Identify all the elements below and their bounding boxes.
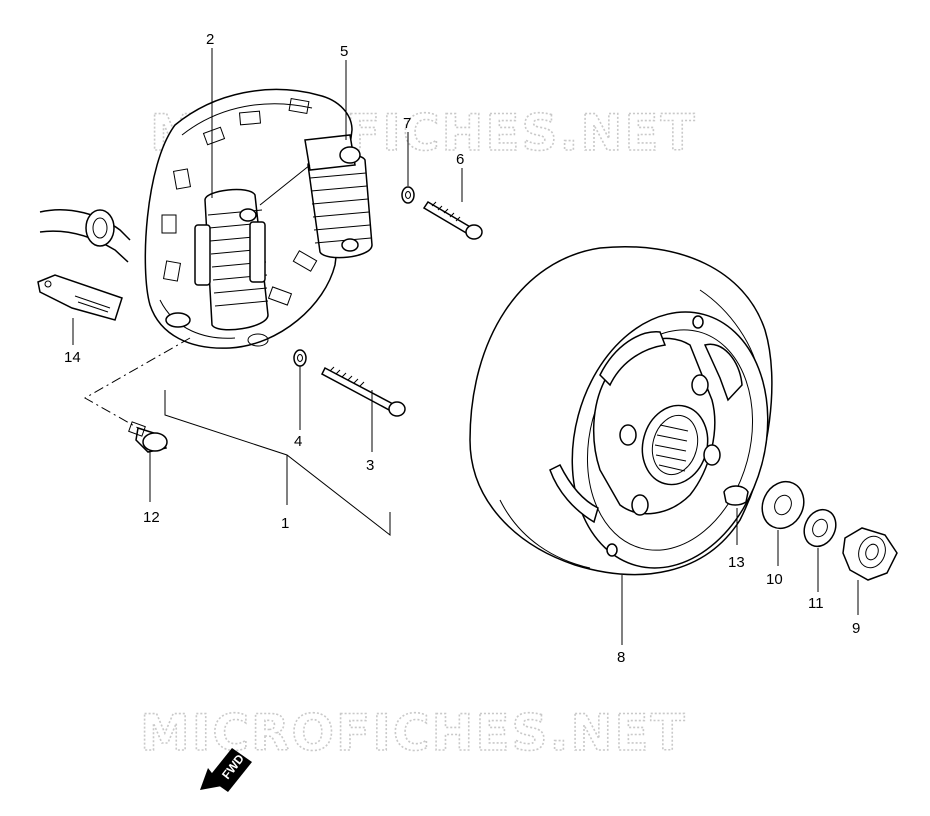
- callout-5: 5: [340, 43, 348, 60]
- callout-13: 13: [728, 554, 745, 571]
- screw-3: [321, 366, 406, 417]
- callout-4: 4: [294, 433, 302, 450]
- screw-6: [422, 200, 483, 240]
- clamp-14: [37, 274, 123, 321]
- callout-14: 14: [64, 349, 81, 366]
- grommet: [85, 209, 115, 247]
- callouts: 2 5 7 6 14 4 3 12 1 13 10 11 9 8: [64, 31, 860, 666]
- washer-7: [401, 186, 415, 204]
- wire-harness-upper: [39, 208, 131, 241]
- callout-11: 11: [808, 595, 824, 612]
- flywheel-rotor: [469, 246, 773, 576]
- wire-harness-lower: [39, 230, 129, 263]
- coil-left: [194, 188, 269, 331]
- callout-6: 6: [456, 151, 464, 168]
- callout-3: 3: [366, 457, 374, 474]
- bolt-12: [128, 421, 168, 453]
- coil-right: [259, 134, 373, 259]
- callout-8: 8: [617, 649, 625, 666]
- callout-12: 12: [143, 509, 160, 526]
- nut-9: [842, 527, 898, 581]
- woodruff-key-13: [723, 485, 749, 506]
- washer-10: [761, 480, 805, 530]
- lock-washer-11: [803, 508, 837, 548]
- callout-10: 10: [766, 571, 783, 588]
- washer-4: [293, 349, 307, 367]
- callout-9: 9: [852, 620, 860, 637]
- leader-lines: [72, 48, 859, 645]
- callout-7: 7: [403, 115, 411, 132]
- callout-2: 2: [206, 31, 214, 48]
- watermark-bottom: MICROFICHES.NET: [140, 704, 687, 762]
- callout-1: 1: [281, 515, 289, 532]
